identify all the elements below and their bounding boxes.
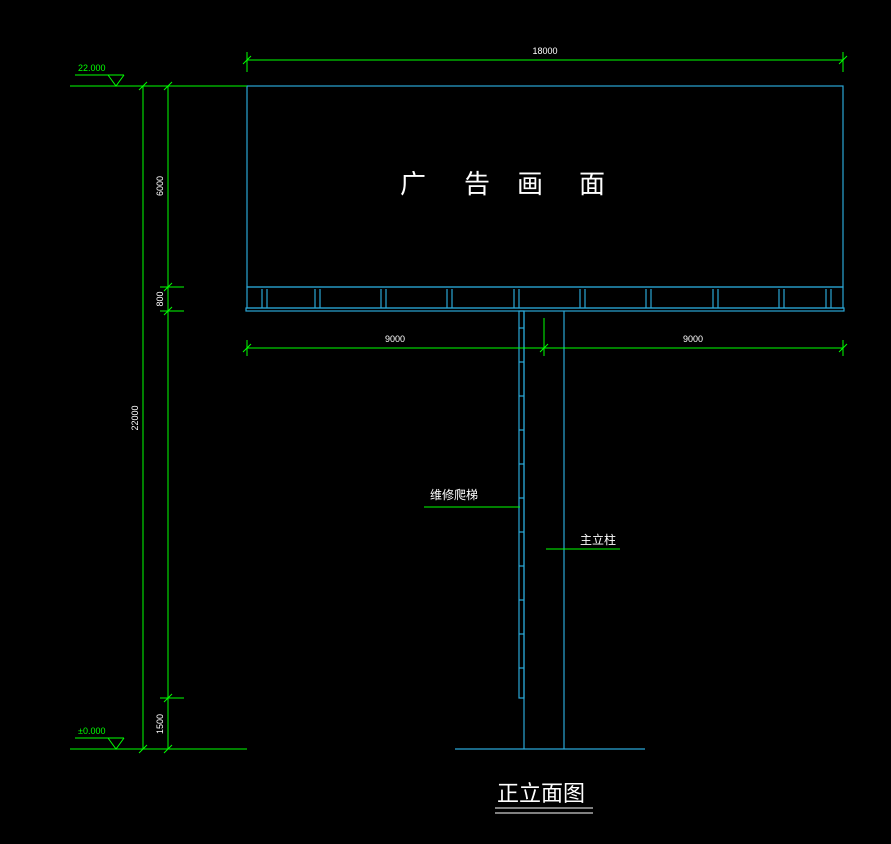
board-char-3: 画 [517, 170, 543, 200]
board-char-2: 告 [464, 170, 490, 200]
base-beam [245, 307, 845, 312]
dim-left-half: 9000 [385, 334, 405, 344]
dim-frame-height: 800 [155, 291, 165, 306]
dim-total-width: 18000 [532, 46, 557, 56]
dim-base-height: 1500 [155, 714, 165, 734]
elevation-ground: ±0.000 [78, 726, 105, 736]
board-text-group: 广 告 画 面 [400, 170, 605, 200]
drawing-title: 正立面图 [497, 782, 585, 807]
ladder-label: 维修爬梯 [430, 487, 478, 502]
board-char-4: 面 [579, 170, 605, 200]
dim-total-height: 22000 [130, 405, 140, 430]
column-label: 主立柱 [580, 532, 616, 547]
title-underline [495, 807, 593, 814]
elevation-top: 22.000 [78, 63, 106, 73]
frame-posts [261, 289, 832, 308]
dim-board-height: 6000 [155, 176, 165, 196]
billboard-structure [245, 85, 845, 750]
dim-right-half: 9000 [683, 334, 703, 344]
dimension-texts: 18000 9000 9000 6000 800 22000 1500 22.0… [78, 46, 703, 736]
board-char-1: 广 [400, 170, 426, 200]
maintenance-ladder [518, 310, 525, 699]
dimension-lines [70, 52, 848, 754]
support-frame [246, 286, 844, 309]
ladder-rungs [519, 327, 524, 669]
ad-board-panel [246, 85, 844, 288]
